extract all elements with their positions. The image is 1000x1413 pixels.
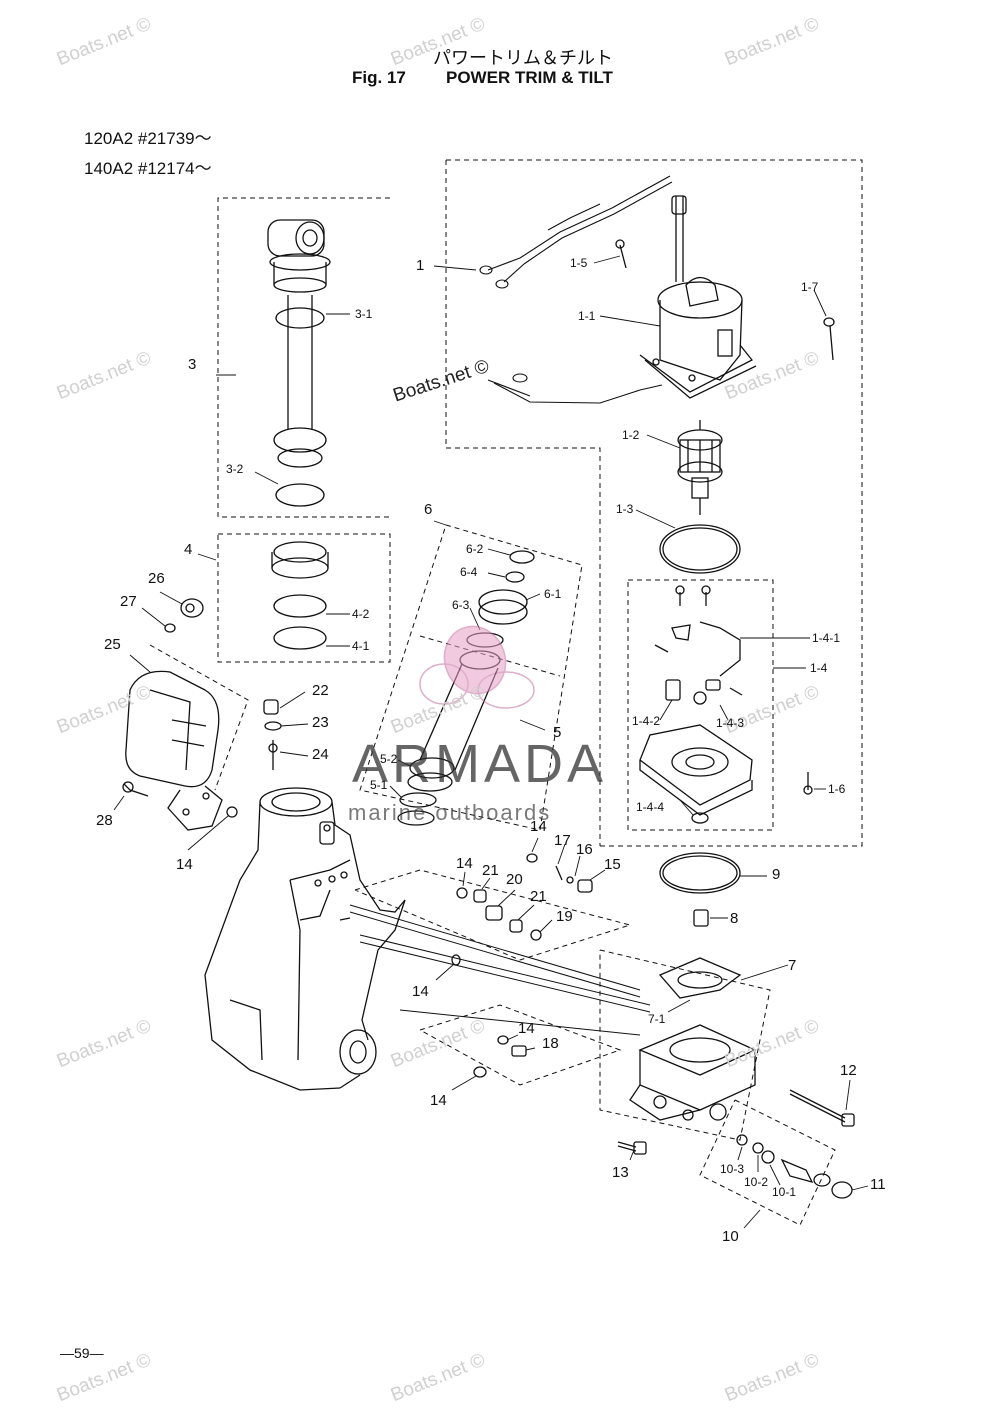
part-label: 6-2 [466,542,484,556]
o-ring-9 [659,852,741,894]
part-label: 14 [412,983,429,1000]
part-label: 6-4 [460,565,478,579]
part-1-harness [479,175,673,404]
part-1-2-armature [677,420,723,515]
part-label: 1-4-2 [632,714,661,728]
part-label: 20 [506,871,523,888]
part-1-4-brush-holder [639,585,813,824]
oil-pipes [349,904,651,1036]
leader-lines [113,255,869,1229]
parts-10-11 [736,1134,853,1199]
bolts-12-13 [617,1089,855,1155]
page-number: —59— [60,1345,104,1361]
part-label: 28 [96,812,113,829]
part-label: 14 [456,855,473,872]
part-label: 10 [722,1228,739,1245]
main-housing [204,787,406,1091]
assembly-outline-valves [354,869,836,1226]
part-label: 11 [870,1176,886,1193]
part-label: 27 [120,593,137,610]
part-label: 26 [148,570,165,587]
part-label: 1-7 [801,280,819,294]
parts-22-24 [263,699,282,770]
part-label: 13 [612,1164,629,1181]
part-label: 6-3 [452,598,470,612]
part-label: 23 [312,714,329,731]
part-label: 8 [730,910,739,927]
part-label: 5-2 [380,752,398,766]
title-japanese: パワートリム＆チルト [433,48,613,68]
part-label: 10-1 [772,1185,797,1199]
part-label: 21 [482,862,499,879]
part-4-piston [271,541,329,650]
part-label: 1-1 [578,309,596,323]
part-label: 18 [542,1035,559,1052]
part-label: 21 [530,888,547,905]
part-label: 1-5 [570,256,588,270]
part-3-cylinder-rod [267,219,331,507]
assembly-outline-1 [445,159,863,847]
part-label: 6-1 [544,587,562,601]
part-label: 3-1 [355,307,373,321]
part-label: 15 [604,856,621,873]
part-label: 6 [424,501,433,518]
o-ring-1-3 [659,524,741,574]
part-label: 1-3 [616,502,634,516]
part-label: 3 [188,356,197,373]
part-label: 3-2 [226,462,244,476]
part-label: 14 [518,1020,535,1037]
figure-number: Fig. 17 [352,68,406,87]
part-7-pump [629,957,757,1121]
part-label: 4-2 [352,607,370,621]
part-label: 1-4-4 [636,800,665,814]
part-label: 10-3 [720,1162,745,1176]
part-label: 1-2 [622,428,640,442]
figure-title: POWER TRIM & TILT [446,68,613,87]
part-1-1-motor [639,195,757,399]
brand-tagline: marine outboards [348,800,552,825]
part-label: 17 [554,832,571,849]
part-label: 24 [312,746,329,763]
part-label: 22 [312,682,329,699]
part-label: 1-4-1 [812,631,841,645]
armada-logo [419,625,535,709]
part-label: 1 [416,257,425,274]
part-label: 1-6 [828,782,846,796]
part-label: 7-1 [648,1012,666,1026]
part-label: 16 [576,841,593,858]
part-label: 12 [840,1062,857,1079]
part-label: 9 [772,866,781,883]
part-label: 14 [530,818,547,835]
part-label: 1-4-3 [716,716,745,730]
part-label: 25 [104,636,121,653]
part-label: 19 [556,908,573,925]
valve-parts-14-21 [451,853,593,1078]
model-line-2: 140A2 #12174～ [84,159,212,178]
model-line-1: 120A2 #21739～ [84,129,212,148]
parts-26-28 [122,598,238,818]
part-label: 5-1 [370,778,388,792]
part-label: 7 [788,957,797,974]
part-label: 1-4 [810,661,828,675]
part-label: 5 [553,724,562,741]
part-25-cover [125,670,223,831]
screws-1-5-1-7 [615,239,835,361]
part-label: 10-2 [744,1175,769,1189]
brand-name: ARMADA [352,734,608,794]
part-label: 4-1 [352,639,370,653]
part-8 [693,909,709,927]
part-label: 14 [176,856,193,873]
assembly-outline-3 [217,197,391,663]
assembly-outline-25 [149,644,249,791]
part-label: 14 [430,1092,447,1109]
part-label: 4 [184,541,193,558]
